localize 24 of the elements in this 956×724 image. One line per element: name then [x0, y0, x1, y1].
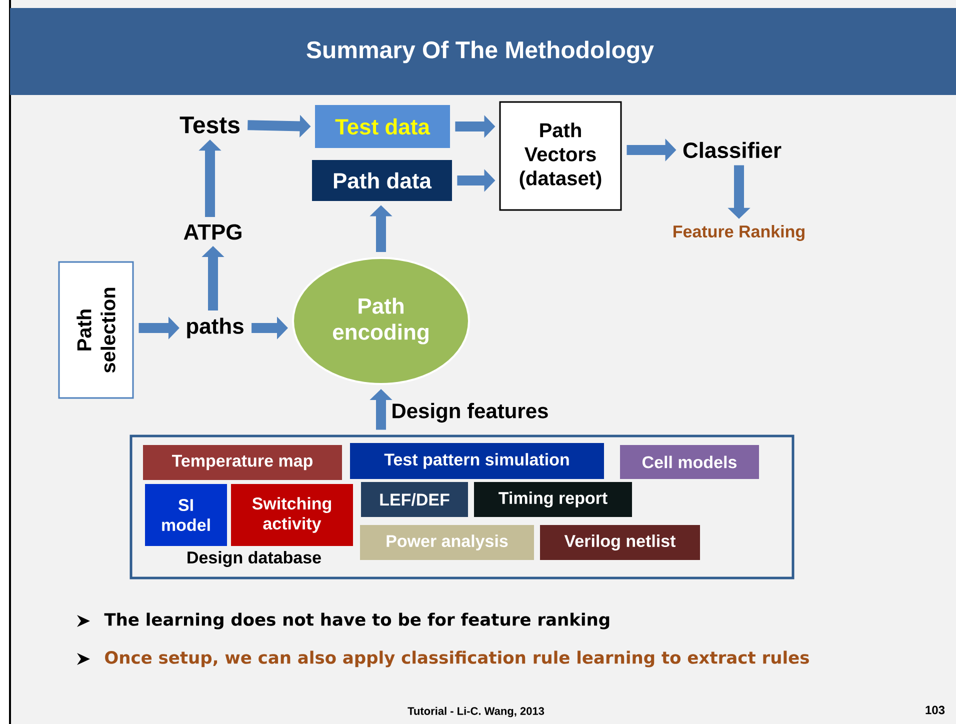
title-bar: Summary Of The Methodology	[10, 8, 956, 95]
feature-box: Verilog netlist	[540, 525, 700, 560]
feature-box: Timing report	[474, 482, 632, 517]
feature-box: LEF/DEF	[361, 482, 468, 517]
step-label: Classifier	[683, 142, 782, 158]
feature-box: Cell models	[620, 445, 759, 479]
feature-box: SI model	[145, 484, 227, 546]
feature-box: Power analysis	[360, 525, 534, 560]
data-box: Path data	[312, 160, 452, 201]
footer-text: Tutorial - Li-C. Wang, 2013	[408, 706, 544, 718]
step-label: Tests	[180, 116, 240, 134]
bullet-text: Once setup, we can also apply classification rule learning to extract rules	[105, 650, 809, 668]
feature-box: Test pattern simulation	[350, 443, 604, 479]
data-box: Test data	[315, 105, 450, 148]
step-label: ATPG	[184, 224, 242, 240]
selection-box: Path selection	[58, 261, 134, 399]
step-label: paths	[187, 318, 244, 338]
edge-label: Design features	[390, 402, 550, 424]
bullet-text: The learning does not have to be for feature ranking	[104, 612, 610, 630]
feature-box: Temperature map	[143, 445, 342, 480]
dataset-box: Path Vectors (dataset)	[499, 101, 622, 211]
result-label: Feature Ranking	[674, 225, 804, 241]
feature-box: Switching activity	[231, 484, 353, 546]
page-number: 103	[926, 706, 945, 714]
